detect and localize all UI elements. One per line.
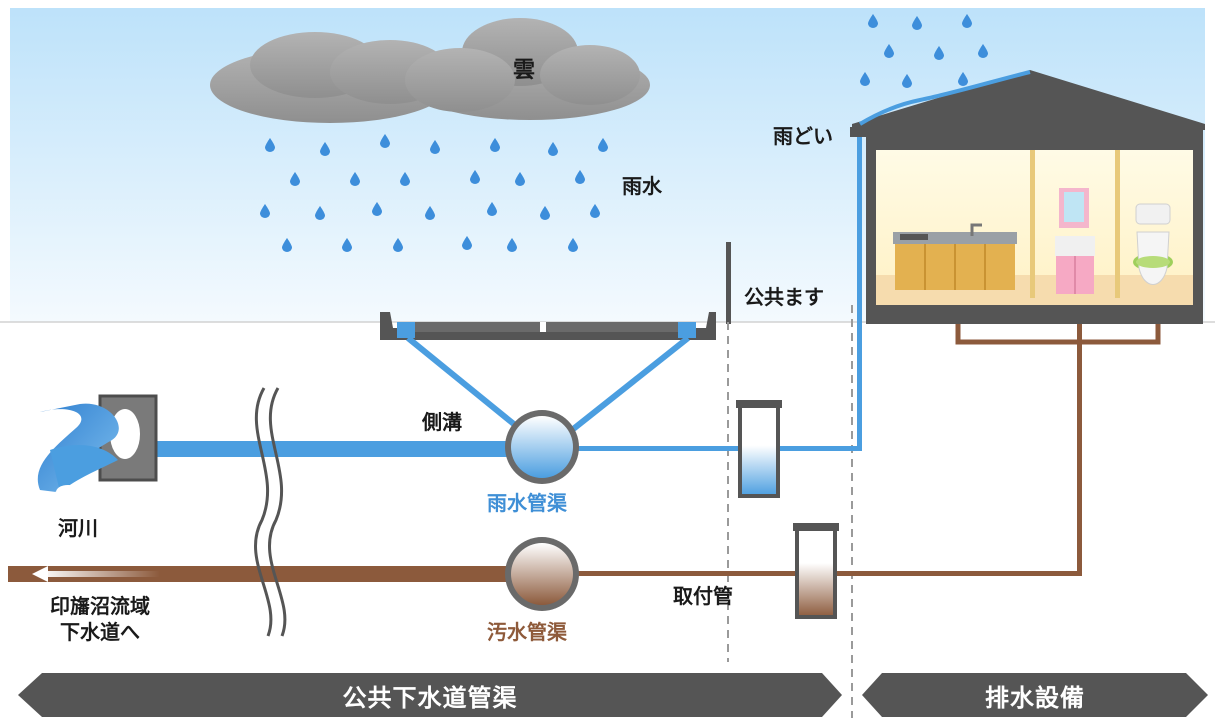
banner-drainage-facility-label: 排水設備 <box>985 683 1085 712</box>
cloud-icon <box>210 18 650 123</box>
gutter-drain-left <box>406 335 517 428</box>
storm-water-basin <box>736 400 782 498</box>
sewage-pipe-cross-section <box>505 537 579 611</box>
sewage-basin <box>793 523 839 619</box>
sewage-arrow <box>40 571 160 577</box>
storm-main-line <box>155 441 515 457</box>
public-basin-pole <box>726 242 731 324</box>
banner-drainage-facility: 排水設備 <box>862 673 1208 717</box>
cloud-label: 雲 <box>513 58 536 83</box>
river-icon <box>37 403 119 505</box>
storm-pipe-cross-section <box>505 410 579 484</box>
side-ditch-label: 側溝 <box>422 410 462 434</box>
banner-public-sewer: 公共下水道管渠 <box>18 673 842 717</box>
river-label: 河川 <box>58 516 98 540</box>
washbasin-icon <box>1055 188 1095 294</box>
destination-label-line1: 印旛沼流域 <box>50 594 150 618</box>
kitchen-icon <box>893 223 1017 290</box>
arrow-left-icon <box>32 566 48 582</box>
rain-gutter <box>850 127 866 137</box>
downspout-pipe <box>857 133 862 451</box>
storm-pipe-label: 雨水管渠 <box>487 491 567 515</box>
toilet-icon <box>1133 203 1173 285</box>
house-drain-manifold <box>955 322 1161 345</box>
connection-pipe-line <box>575 571 800 576</box>
sewage-main-line <box>8 566 518 582</box>
destination-label-line2: 下水道へ <box>60 620 140 644</box>
connection-pipe-label: 取付管 <box>673 584 733 608</box>
gutter-label: 雨どい <box>773 124 833 148</box>
public-basin-label: 公共ます <box>744 285 824 309</box>
road-with-gutters <box>380 312 716 340</box>
banner-public-sewer-label: 公共下水道管渠 <box>342 683 518 712</box>
house-sewage-line <box>836 571 1082 576</box>
pipe-break-marks <box>254 387 287 637</box>
banner-shape-public-sewer <box>18 673 842 717</box>
storm-connector-line <box>570 446 860 451</box>
banner-shape-drainage-facility <box>862 673 1208 717</box>
house-sewage-vertical <box>1077 322 1082 576</box>
gutter-drain-right <box>570 335 690 433</box>
sewage-pipe-label: 汚水管渠 <box>487 620 567 644</box>
rainwater-label: 雨水 <box>622 174 662 198</box>
